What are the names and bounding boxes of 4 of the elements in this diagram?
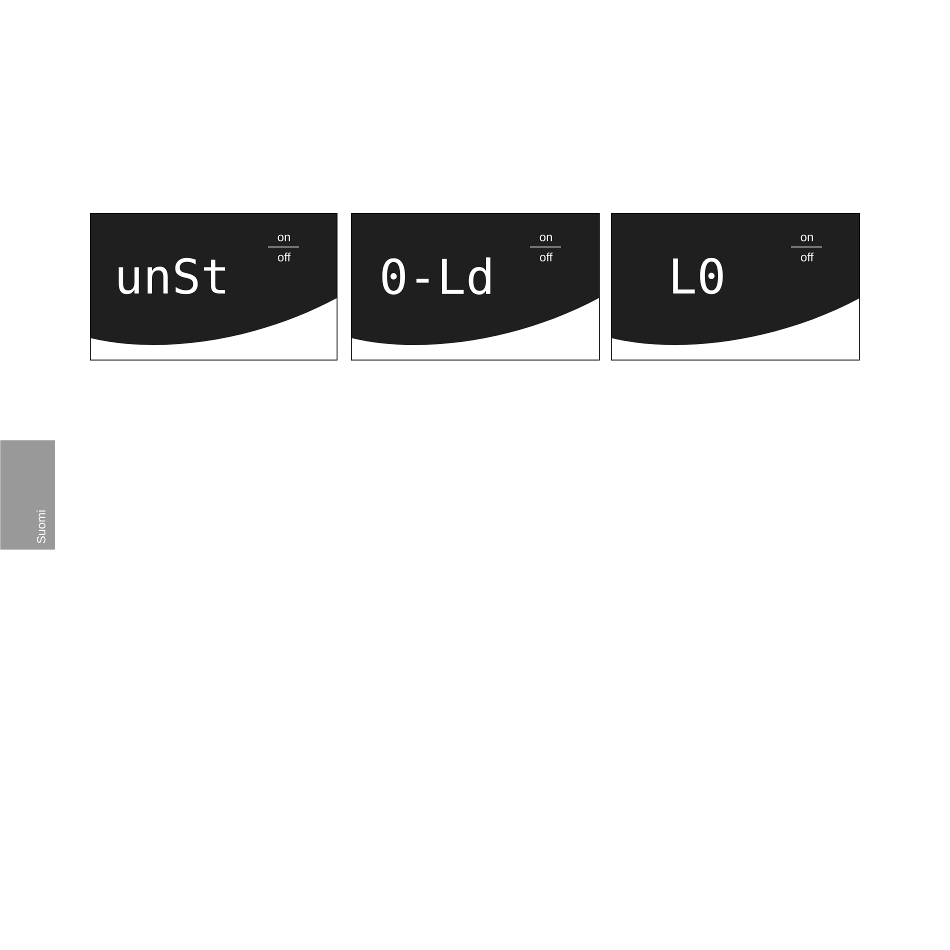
lcd-display: L0 on off: [611, 213, 860, 360]
lcd-display: unSt on off: [90, 213, 338, 360]
language-tab: Suomi: [0, 440, 55, 550]
lcd-display: 0-Ld on off: [351, 213, 600, 360]
